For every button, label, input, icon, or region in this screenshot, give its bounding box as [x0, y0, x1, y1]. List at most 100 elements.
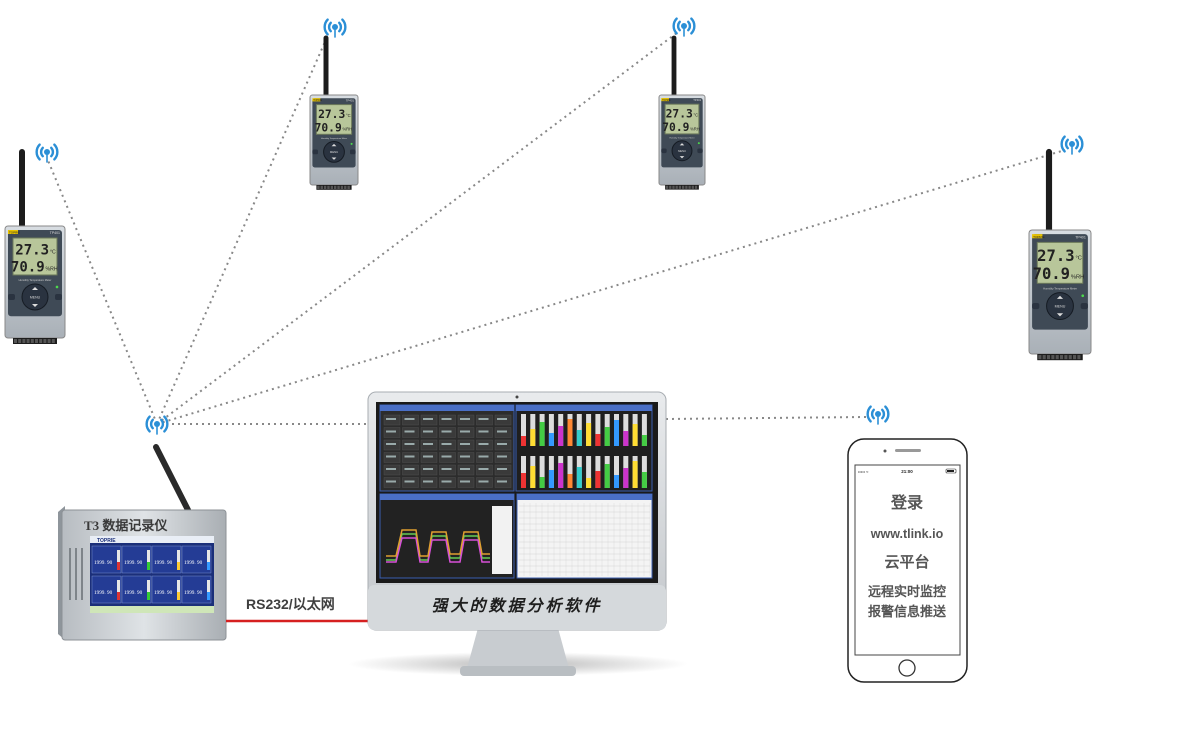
data-recorder: T3 数据记录仪 TOPRIE 1999. 90 1999. 90 1999. 90…: [58, 444, 227, 641]
phone-login[interactable]: 登录: [890, 493, 923, 512]
sensor-caption: Humidity Temperature Meter: [1043, 287, 1077, 291]
wireless-links: [46, 31, 1066, 425]
recorder-channel: 1999. 90: [181, 545, 212, 574]
sensor-up-button[interactable]: [1056, 295, 1064, 299]
recorder-channel-value: 1999. 90: [94, 590, 113, 596]
link-to-sensor-2: [156, 34, 329, 425]
sensor-temp-unit: °C: [1075, 256, 1081, 262]
recorder-brand: TOPRIE: [97, 538, 116, 544]
phone-line2: 报警信息推送: [868, 604, 947, 620]
sensor-3: TOPRIE TP401 27.3°C 70.9%RH Humidity Tempera…: [658, 35, 706, 190]
sensor-hum-value: 70.9: [662, 121, 689, 134]
sensor-temp-value: 27.3: [15, 243, 49, 259]
monitor: 强大的数据分析软件: [348, 391, 688, 676]
sensor-hum-value: 70.9: [315, 121, 342, 134]
connection-label: RS232/以太网: [246, 596, 335, 612]
sensor-hum-unit: %RH: [690, 126, 700, 131]
link-monitor-to-phone: [665, 416, 867, 420]
sensor-down-button[interactable]: [1056, 313, 1064, 317]
recorder-antenna: [153, 444, 191, 513]
link-to-sensor-3: [156, 31, 679, 425]
phone-status-time: 21:00: [901, 469, 913, 474]
sensor-hum-unit: %RH: [1071, 274, 1084, 280]
sensor-up-button[interactable]: [32, 286, 38, 290]
phone-status-carrier: ••••• ≈: [858, 469, 869, 474]
sensor-down-button[interactable]: [32, 303, 38, 307]
link-to-sensor-4: [156, 149, 1066, 425]
wifi-icon-sensor-1: [35, 143, 59, 163]
sensor-brand: TOPRIE: [313, 99, 322, 102]
sensor-model: TP401: [50, 231, 60, 235]
recorder-channel-value: 1999. 90: [184, 590, 203, 596]
sensor-caption: Humidity Temperature Meter: [670, 137, 695, 140]
sensor-hum-value: 70.9: [1033, 265, 1070, 283]
recorder-vents: [69, 548, 83, 600]
wifi-icon-sensor-3: [672, 17, 696, 37]
sensor-enter-button[interactable]: [350, 149, 356, 155]
sensor-up-button[interactable]: [679, 143, 685, 146]
recorder-channel-value: 1999. 90: [94, 560, 113, 566]
recorder-channel-value: 1999. 90: [154, 560, 173, 566]
recorder-channel: 1999. 90: [151, 545, 182, 574]
wifi-icon-sensor-2: [323, 18, 347, 38]
monitor-caption: 强大的数据分析软件: [431, 596, 602, 615]
recorder-channel: 1999. 90: [91, 545, 122, 574]
sensor-back-button[interactable]: [312, 149, 318, 155]
sensor-back-button[interactable]: [8, 293, 15, 300]
sensor-temp-unit: °C: [693, 113, 698, 118]
sensor-model: TP401: [693, 98, 701, 102]
sensor-hum-unit: %RH: [342, 127, 352, 132]
sensor-enter-button[interactable]: [55, 293, 62, 300]
smartphone: ••••• ≈ 21:00 登录 www.tlink.io 云平台 远程实时监控…: [847, 438, 968, 683]
sensor-down-button[interactable]: [679, 156, 685, 159]
sensor-temp-value: 27.3: [666, 108, 693, 121]
sensor-back-button[interactable]: [661, 148, 667, 154]
phone-url[interactable]: www.tlink.io: [870, 527, 944, 541]
sensor-back-button[interactable]: [1032, 302, 1040, 310]
phone-home-button[interactable]: [898, 659, 916, 677]
sensor-brand: TOPRIE: [9, 231, 20, 235]
sensor-hum-unit: %RH: [46, 267, 58, 273]
sensor-caption: Humidity Temperature Meter: [19, 278, 52, 282]
sensor-hum-value: 70.9: [11, 259, 45, 275]
phone-screen: [854, 464, 961, 656]
recorder-channel: 1999. 90: [121, 575, 152, 604]
phone-line1: 远程实时监控: [868, 584, 946, 600]
sensor-model: TP401: [346, 98, 355, 102]
sensor-menu-button[interactable]: MENU: [30, 295, 41, 299]
sensor-menu-button[interactable]: MENU: [330, 150, 338, 154]
recorder-title: T3 数据记录仪: [84, 518, 168, 533]
phone-cloud: 云平台: [884, 553, 929, 571]
sensor-4: TOPRIE TP401 27.3°C 70.9%RH Humidity Tempera…: [1028, 148, 1092, 361]
monitor-trend-chart: [386, 529, 490, 563]
sensor-brand: TOPRIE: [662, 100, 671, 102]
sensor-temp-value: 27.3: [318, 108, 345, 121]
recorder-channel-value: 1999. 90: [124, 560, 143, 566]
sensor-enter-button[interactable]: [697, 148, 703, 154]
recorder-channel: 1999. 90: [91, 575, 122, 604]
recorder-channel-value: 1999. 90: [184, 560, 203, 566]
sensor-2: TOPRIE TP401 27.3°C 70.9%RH Humidity Tempera…: [309, 35, 359, 190]
sensor-enter-button[interactable]: [1080, 302, 1088, 310]
sensor-1: TOPRIE TP401 27.3°C 70.9%RH Humidity Tempera…: [4, 149, 66, 344]
sensor-temp-unit: °C: [346, 113, 351, 118]
monitor-stand: [466, 628, 570, 672]
sensor-model: TP401: [1075, 235, 1086, 239]
recorder-channel: 1999. 90: [181, 575, 212, 604]
wifi-icon-hub: [145, 415, 169, 435]
wifi-icon-sensor-4: [1060, 135, 1084, 155]
recorder-channel-value: 1999. 90: [124, 590, 143, 596]
sensor-menu-button[interactable]: MENU: [678, 149, 686, 153]
recorder-channel-value: 1999. 90: [154, 590, 173, 596]
recorder-channel: 1999. 90: [151, 575, 182, 604]
sensor-temp-unit: °C: [50, 250, 56, 256]
sensor-brand: TOPRIE: [1033, 235, 1044, 239]
sensor-temp-value: 27.3: [1037, 247, 1074, 265]
sensor-caption: Humidity Temperature Meter: [321, 137, 347, 140]
sensor-down-button[interactable]: [331, 157, 337, 160]
sensor-up-button[interactable]: [331, 143, 337, 147]
recorder-channel: 1999. 90: [121, 545, 152, 574]
sensor-menu-button[interactable]: MENU: [1055, 305, 1066, 309]
wifi-icon-phone: [866, 405, 890, 425]
